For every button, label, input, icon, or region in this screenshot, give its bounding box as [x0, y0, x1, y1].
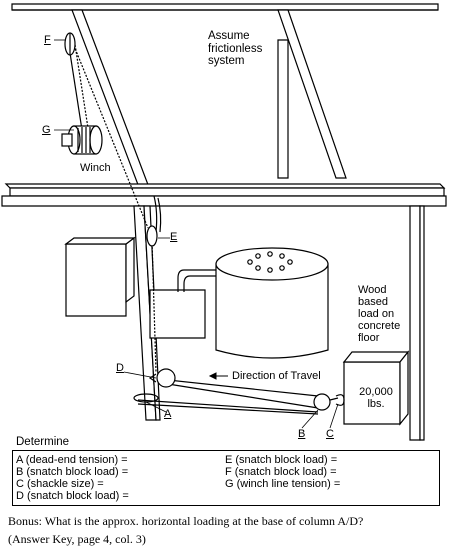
question-e: E (snatch block load) = [225, 454, 338, 466]
label-b: B [298, 428, 306, 440]
assumption-line-3: system [208, 55, 245, 68]
load-description: Wood based load on concrete floor [358, 284, 400, 344]
winch [61, 125, 103, 155]
determine-title: Determine [16, 436, 70, 448]
winch-label: Winch [80, 162, 111, 174]
snatch-block-e [146, 225, 158, 247]
load-desc-line-5: floor [358, 332, 380, 345]
shackle-c [335, 394, 345, 406]
load-desc-line-1: Wood [358, 284, 387, 296]
upper-beam [11, 3, 439, 11]
load-weight-value: 20,000 [359, 386, 393, 398]
question-c: C (shackle size) = [16, 478, 104, 490]
assumption-note: Assume frictionless system [208, 30, 262, 68]
machinery-block [65, 243, 127, 317]
bonus-question: Bonus: What is the approx. horizontal lo… [8, 514, 364, 528]
load-weight: 20,000 lbs. [354, 386, 398, 410]
load-weight-unit: lbs. [367, 398, 385, 411]
question-d: D (snatch block load) = [16, 490, 129, 502]
snatch-block-d [148, 368, 176, 388]
lower-beam [1, 195, 447, 207]
assumption-line-2: frictionless [208, 42, 263, 55]
rope-d-b-upper [167, 379, 319, 397]
direction-label: Direction of Travel [232, 370, 321, 382]
label-c: C [326, 428, 334, 440]
question-f: F (snatch block load) = [225, 466, 337, 478]
load-desc-line-4: concrete [358, 320, 401, 333]
label-a: A [164, 408, 172, 420]
machinery-base [149, 289, 206, 339]
assumption-line-1: Assume [208, 30, 250, 42]
load-desc-line-3: load on [358, 308, 395, 321]
fall-line-lower [151, 239, 157, 373]
question-g: G (winch line tension) = [225, 478, 341, 490]
label-f: F [44, 34, 51, 46]
question-b: B (snatch block load) = [16, 466, 129, 478]
snatch-block-b [313, 393, 339, 411]
fall-line-upper [69, 35, 149, 229]
diagonal-beam-right [277, 9, 347, 179]
cylindrical-tank [177, 247, 329, 359]
bonus-reference: (Answer Key, page 4, col. 3) [8, 532, 146, 546]
load-desc-line-2: based [358, 296, 388, 309]
direction-arrow [208, 372, 228, 380]
upper-post [277, 39, 289, 179]
label-e: E [170, 231, 178, 243]
middle-beam [4, 183, 446, 197]
snatch-block-f [64, 32, 76, 56]
answer-box: A (dead-end tension) = B (snatch block l… [12, 450, 440, 506]
label-d: D [116, 362, 124, 374]
question-a: A (dead-end tension) = [16, 454, 128, 466]
label-g: G [42, 124, 51, 136]
rope-d-b-lower [167, 383, 319, 409]
right-column [409, 205, 421, 441]
